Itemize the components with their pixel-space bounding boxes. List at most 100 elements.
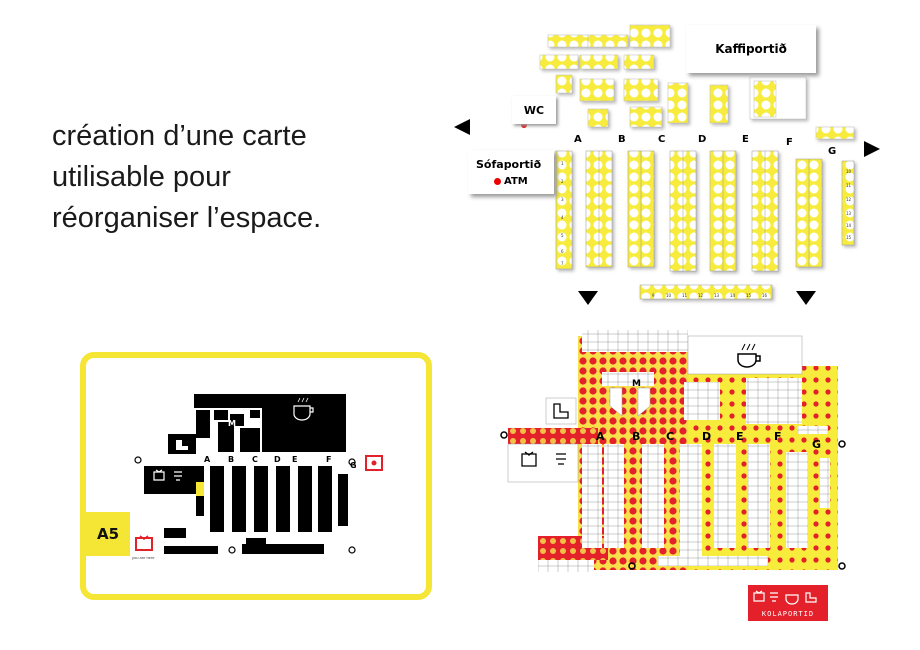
row-label: C: [658, 134, 665, 145]
logo-icons: [753, 590, 817, 605]
top-floor-map: A B C D E F G 9 10 11 12 13 14 15 16 10 …: [454, 24, 880, 305]
stall-number: 7: [561, 261, 564, 266]
stall-number: 11: [682, 293, 688, 298]
stall-number: 14: [730, 293, 736, 298]
row-label: D: [274, 455, 281, 464]
stall-number: 14: [846, 223, 852, 228]
entrance-marker-icon: [228, 546, 236, 554]
m-label: M: [632, 379, 641, 389]
stall-block: [582, 330, 688, 352]
seat-icon: [176, 440, 188, 450]
row-label: F: [326, 455, 331, 464]
stall: [539, 54, 579, 70]
stall-number: 12: [698, 293, 704, 298]
row-label: D: [702, 430, 711, 443]
stall-block: [602, 372, 654, 386]
you-are-here-icon: [135, 535, 153, 551]
row-label: B: [632, 430, 640, 443]
a5-badge: A5: [86, 512, 130, 556]
caption: création d’une carte utilisable pour réo…: [52, 116, 392, 239]
caption-line-1: création d’une carte: [52, 120, 307, 152]
wc-label: WC: [512, 96, 556, 124]
row-label: G: [812, 438, 821, 451]
coffee-steam-icon: [741, 343, 756, 351]
services-box: [507, 443, 579, 483]
row-label: G: [350, 461, 357, 470]
stall-number: 3: [561, 197, 564, 202]
stall: [587, 34, 629, 48]
top-stalls: [539, 24, 855, 140]
arrow-down-icon: [578, 291, 598, 305]
entrance-marker-icon: [134, 456, 142, 464]
sofaportid-label: Sófaportið: [476, 158, 542, 171]
stall: [579, 54, 619, 70]
kolaportid-logo: KOLAPORTID: [748, 585, 828, 621]
row-label: A: [204, 455, 211, 464]
row-label: B: [618, 134, 626, 145]
coffee-icon: [293, 405, 314, 421]
seat-icon: [805, 592, 817, 603]
stall-number: 2: [561, 179, 564, 184]
cart-icon: [556, 453, 566, 465]
seat-area: [545, 397, 577, 425]
stall-number: 13: [714, 293, 720, 298]
stall: [667, 82, 689, 124]
row-label: B: [228, 455, 234, 464]
colored-stall-columns: [538, 426, 830, 572]
seat-icon: [553, 403, 569, 419]
row-label: G: [828, 146, 836, 157]
row-label: E: [736, 430, 744, 443]
coffee-steam-icon: [297, 397, 309, 403]
row-label: A: [574, 134, 582, 145]
cart-icon: [174, 471, 182, 481]
coffee-icon: [737, 353, 761, 368]
stall-number: 10: [666, 293, 672, 298]
caption-line-3: réorganiser l’espace.: [52, 202, 322, 234]
stall: [623, 54, 655, 70]
stall-number: 15: [846, 235, 852, 240]
colored-row-labels: A B C D E F G M: [596, 379, 821, 451]
stall-number: 10: [846, 169, 852, 174]
row-label: E: [742, 134, 749, 145]
entrance-marker-icon: [500, 431, 508, 439]
arrow-right-icon: [864, 141, 880, 157]
stall-number: 4: [561, 215, 564, 220]
stall-number: 16: [762, 293, 768, 298]
atm-marker-icon: [494, 178, 501, 185]
tv-icon: [521, 451, 537, 467]
stall-number: 5: [561, 233, 564, 238]
atm-label: ATM: [504, 176, 528, 187]
row-label: C: [666, 430, 674, 443]
you-are-here-label: you are here: [132, 555, 155, 560]
stall-number: 9: [652, 293, 655, 298]
row-label: C: [252, 455, 258, 464]
row-label: A: [596, 430, 605, 443]
row-label: F: [774, 430, 782, 443]
stall: [629, 106, 663, 128]
stall-number: 12: [846, 197, 852, 202]
tv-icon: [153, 469, 165, 481]
arrow-down-icon: [796, 291, 816, 305]
legend-row-labels: A B C D E F G M: [204, 419, 357, 470]
colored-floor-map: A B C D E F G M: [500, 330, 846, 572]
stall: [629, 24, 671, 48]
you-are-here-highlight: [196, 482, 204, 496]
tv-icon: [753, 590, 765, 602]
stall: [555, 74, 573, 94]
arrow-left-icon: [454, 119, 470, 135]
stall-block: [609, 387, 623, 417]
cafe-block: [687, 335, 803, 375]
entrance-marker-icon: [838, 562, 846, 570]
stall-block: [684, 382, 720, 420]
row-label: D: [698, 134, 706, 145]
stall-number: 6: [561, 249, 564, 254]
stall: [815, 126, 855, 140]
legend-map-shapes: [144, 394, 348, 554]
stall: [709, 84, 729, 124]
stall: [623, 78, 659, 102]
m-label: M: [228, 419, 236, 428]
entrance-marker-icon: [348, 546, 356, 554]
stall: [753, 80, 777, 118]
top-row-labels: A B C D E F G: [574, 134, 836, 157]
stall-columns: [555, 150, 855, 300]
